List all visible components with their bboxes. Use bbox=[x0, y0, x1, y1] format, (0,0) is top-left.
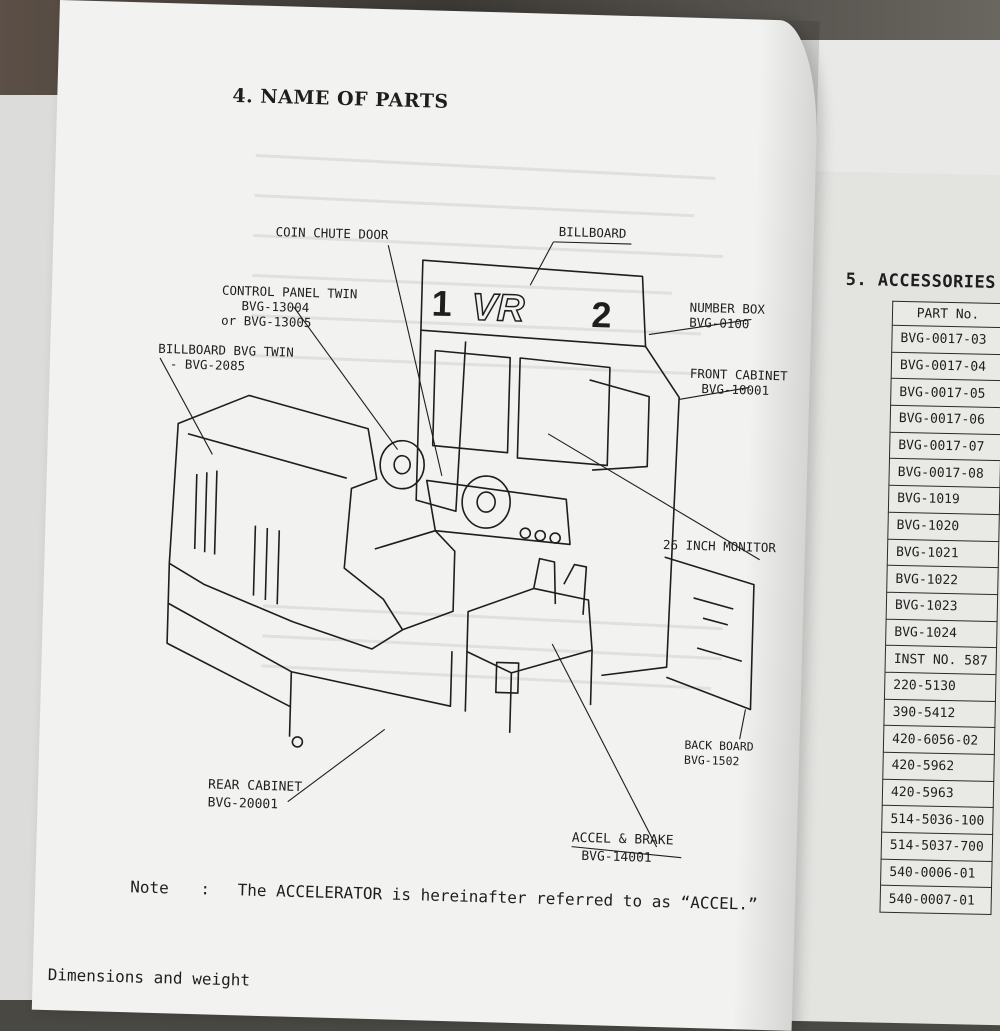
coin-door bbox=[495, 661, 520, 694]
table-row: 220-5130 bbox=[884, 672, 996, 702]
part-number-cell: INST NO. 587 bbox=[885, 645, 997, 675]
part-number-cell: BVG-1022 bbox=[886, 565, 999, 595]
table-header-part-no: PART No. bbox=[892, 301, 1000, 328]
table-row: BVG-1021 bbox=[887, 538, 999, 568]
leader-back-board bbox=[739, 709, 746, 740]
part-number-cell: BVG-0017-05 bbox=[890, 378, 1000, 408]
part-number-cell: 420-5963 bbox=[882, 778, 994, 808]
rear-cabinet-edge bbox=[288, 671, 293, 737]
table-row: 540-0007-01 bbox=[879, 885, 992, 915]
table-row: 420-5963 bbox=[882, 778, 994, 808]
table-row: BVG-1024 bbox=[885, 618, 998, 648]
leader-number-box bbox=[648, 318, 752, 336]
table-row: 514-5036-100 bbox=[881, 805, 994, 835]
billboard-outline bbox=[420, 259, 647, 348]
part-number-cell: BVG-1023 bbox=[886, 592, 998, 622]
part-number-cell: 540-0006-01 bbox=[880, 858, 992, 888]
back-board-outline bbox=[664, 556, 755, 711]
leader-monitor bbox=[547, 433, 760, 561]
table-row: BVG-1022 bbox=[886, 565, 999, 595]
leader-control-panel bbox=[293, 306, 399, 450]
table-row: 540-0006-01 bbox=[880, 858, 992, 888]
leader-accel-brake bbox=[551, 643, 658, 848]
bleed-through-text bbox=[250, 154, 724, 690]
leader-billboard bbox=[529, 241, 554, 286]
marquee-left-number: 1 bbox=[431, 283, 452, 325]
accel-pedal bbox=[532, 557, 557, 605]
part-number-cell: BVG-1020 bbox=[887, 512, 1000, 542]
part-number-cell: 514-5036-100 bbox=[881, 805, 994, 835]
table-header-row: PART No. bbox=[892, 301, 1000, 328]
part-number-cell: 390-5412 bbox=[883, 698, 996, 728]
pedal-deck bbox=[466, 587, 593, 674]
table-row: BVG-0017-03 bbox=[891, 325, 1000, 355]
note-label: Note bbox=[130, 877, 170, 898]
accessories-title: 5. ACCESSORIES bbox=[845, 269, 997, 293]
part-number-cell: BVG-0017-04 bbox=[891, 351, 1000, 381]
leader-billboard-bvg bbox=[159, 357, 213, 455]
part-number-cell: BVG-1019 bbox=[888, 485, 1000, 515]
table-row: BVG-1020 bbox=[887, 512, 1000, 542]
leader-coin-chute bbox=[387, 245, 443, 476]
part-number-cell: BVG-1024 bbox=[885, 618, 998, 648]
table-row: BVG-0017-06 bbox=[890, 405, 1000, 435]
table-row: 390-5412 bbox=[883, 698, 996, 728]
marquee-logo: VR bbox=[471, 287, 525, 330]
table-row: BVG-0017-04 bbox=[891, 351, 1000, 381]
part-number-cell: 514-5037-700 bbox=[881, 832, 993, 862]
steering-wheel-right bbox=[461, 475, 511, 529]
table-row: INST NO. 587 bbox=[885, 645, 997, 675]
table-row: 420-6056-02 bbox=[883, 725, 995, 755]
leader-front-cabinet bbox=[678, 386, 750, 400]
leader-rear-cabinet bbox=[287, 728, 386, 803]
cabinet-illustration: 1 VR 2 bbox=[159, 241, 760, 859]
steering-wheel-left bbox=[379, 439, 425, 490]
table-row: 514-5037-700 bbox=[881, 832, 993, 862]
monitor-left bbox=[431, 349, 511, 454]
table-row: BVG-1019 bbox=[888, 485, 1000, 515]
monitor-right bbox=[516, 357, 611, 467]
rear-cabinet-base bbox=[167, 563, 453, 707]
left-page: 4. NAME OF PARTS BILLBOARD COIN CHUTE DO… bbox=[31, 0, 820, 1031]
part-number-cell: 420-6056-02 bbox=[883, 725, 995, 755]
part-number-cell: BVG-0017-03 bbox=[891, 325, 1000, 355]
brake-pedal bbox=[563, 563, 588, 615]
table-row: BVG-0017-08 bbox=[888, 458, 1000, 488]
marquee-right-number: 2 bbox=[591, 294, 612, 336]
table-row: BVG-0017-07 bbox=[889, 432, 1000, 462]
part-number-cell: BVG-0017-07 bbox=[889, 432, 1000, 462]
note-colon: : bbox=[200, 879, 211, 899]
part-number-cell: BVG-0017-08 bbox=[888, 458, 1000, 488]
part-number-cell: 420-5962 bbox=[882, 752, 995, 782]
table-row: BVG-0017-05 bbox=[890, 378, 1000, 408]
rear-foot bbox=[291, 736, 304, 748]
table-row: BVG-1023 bbox=[886, 592, 998, 622]
seat-outline bbox=[374, 529, 456, 631]
rear-cabinet-vents bbox=[252, 525, 281, 605]
part-number-cell: BVG-0017-06 bbox=[890, 405, 1000, 435]
part-number-cell: BVG-1021 bbox=[887, 538, 999, 568]
front-cabinet-side bbox=[601, 346, 680, 677]
part-number-cell: 220-5130 bbox=[884, 672, 996, 702]
control-panel-outline bbox=[425, 479, 571, 546]
rear-cabinet-outline bbox=[168, 394, 404, 650]
table-row: 420-5962 bbox=[882, 752, 995, 782]
part-number-cell: 540-0007-01 bbox=[879, 885, 992, 915]
